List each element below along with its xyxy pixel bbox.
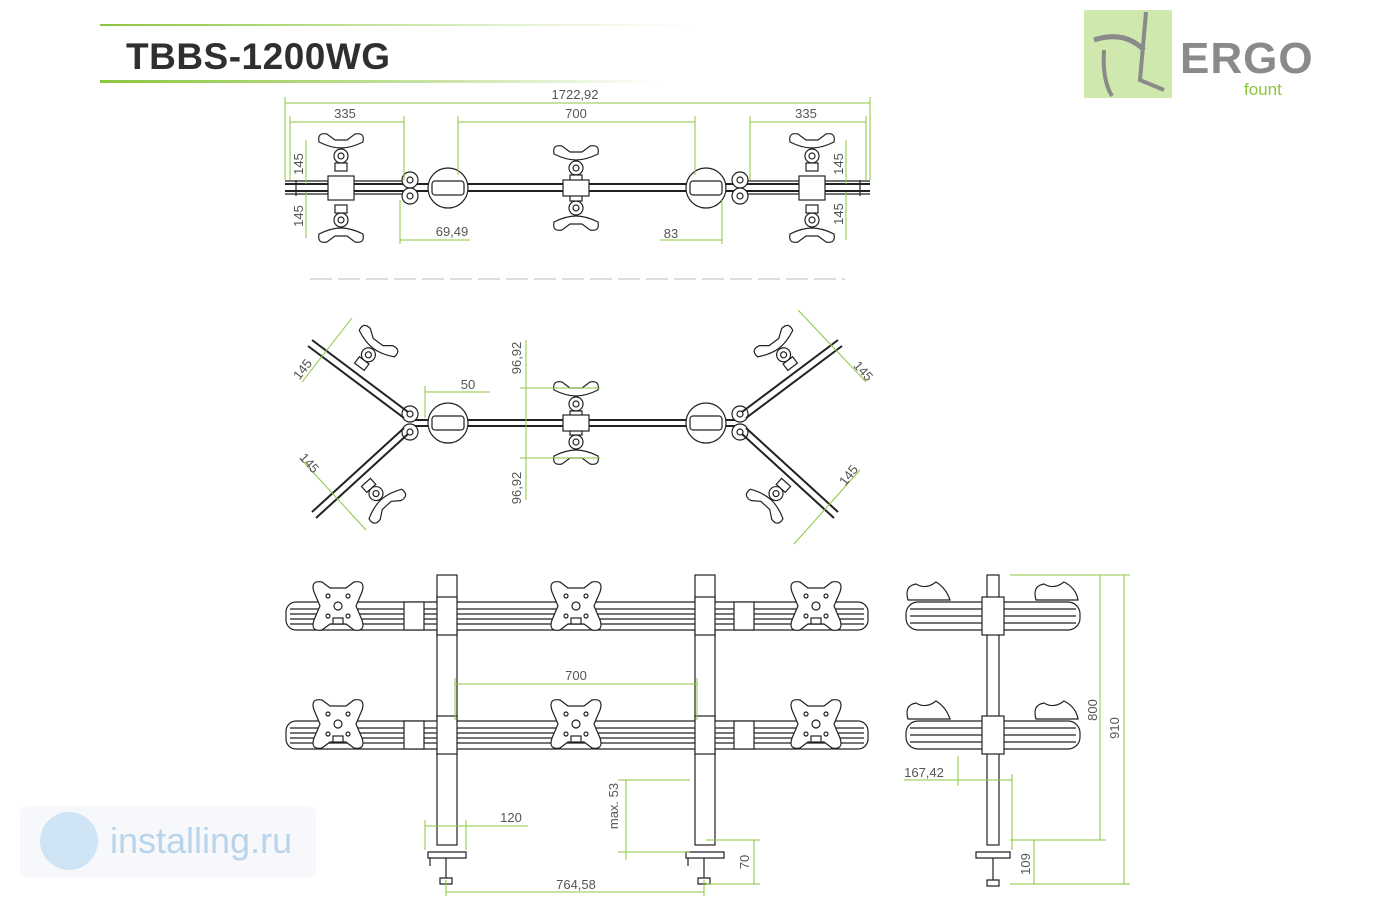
dim-arm-bottom-right: 145 bbox=[836, 462, 861, 488]
dim-left-top-offset: 145 bbox=[291, 153, 306, 175]
dim-total-width: 1722,92 bbox=[552, 87, 599, 102]
dim-right-joint: 83 bbox=[664, 226, 678, 241]
dim-pole-spacing: 764,58 bbox=[556, 877, 596, 892]
watermark: installing.ru bbox=[20, 806, 316, 878]
dim-joint-gap: 50 bbox=[461, 377, 475, 392]
dim-clamp-height: 70 bbox=[737, 855, 752, 869]
page-title: TBBS-1200WG bbox=[126, 36, 391, 77]
top-view: 1722,92 335 700 335 145 145 145 145 69,4… bbox=[284, 87, 871, 244]
dim-left-bottom-offset: 145 bbox=[291, 205, 306, 227]
dim-right-bottom-offset: 145 bbox=[831, 203, 846, 225]
dim-front-center-span: 700 bbox=[565, 668, 587, 683]
dim-arm-bottom-left: 145 bbox=[297, 450, 323, 476]
dim-right-span: 335 bbox=[795, 106, 817, 121]
angled-view: 145 145 145 145 50 96,92 96,92 bbox=[290, 309, 877, 545]
dim-left-joint: 69,49 bbox=[436, 224, 469, 239]
header-rule-top bbox=[100, 24, 700, 26]
logo-word: ERGO bbox=[1180, 34, 1314, 83]
dim-right-top-offset: 145 bbox=[831, 153, 846, 175]
brand-logo: ERGO fount bbox=[1084, 10, 1313, 105]
watermark-logo-icon bbox=[40, 812, 98, 870]
logo-swoosh-icon bbox=[1093, 11, 1165, 98]
dim-arm-top-left: 145 bbox=[290, 356, 315, 382]
dim-arm-top-right: 145 bbox=[851, 358, 877, 384]
dim-clamp-width: 120 bbox=[500, 810, 522, 825]
dim-height-upper: 800 bbox=[1085, 699, 1100, 721]
dim-base-height: 109 bbox=[1018, 853, 1033, 875]
watermark-text: installing.ru bbox=[110, 820, 293, 861]
dim-height-total: 910 bbox=[1107, 717, 1122, 739]
logo-mark bbox=[1084, 10, 1172, 98]
side-view: 910 800 167,42 109 bbox=[904, 574, 1130, 887]
front-view: 700 120 max. 53 70 764,58 bbox=[285, 574, 869, 896]
dim-upper-offset: 96,92 bbox=[509, 342, 524, 375]
dim-center-span: 700 bbox=[565, 106, 587, 121]
dim-side-depth: 167,42 bbox=[904, 765, 944, 780]
dim-left-span: 335 bbox=[334, 106, 356, 121]
dim-lower-offset: 96,92 bbox=[509, 472, 524, 505]
logo-sub: fount bbox=[1244, 80, 1282, 99]
dim-max-thickness: max. 53 bbox=[606, 783, 621, 829]
header-rule-bottom bbox=[100, 80, 660, 83]
